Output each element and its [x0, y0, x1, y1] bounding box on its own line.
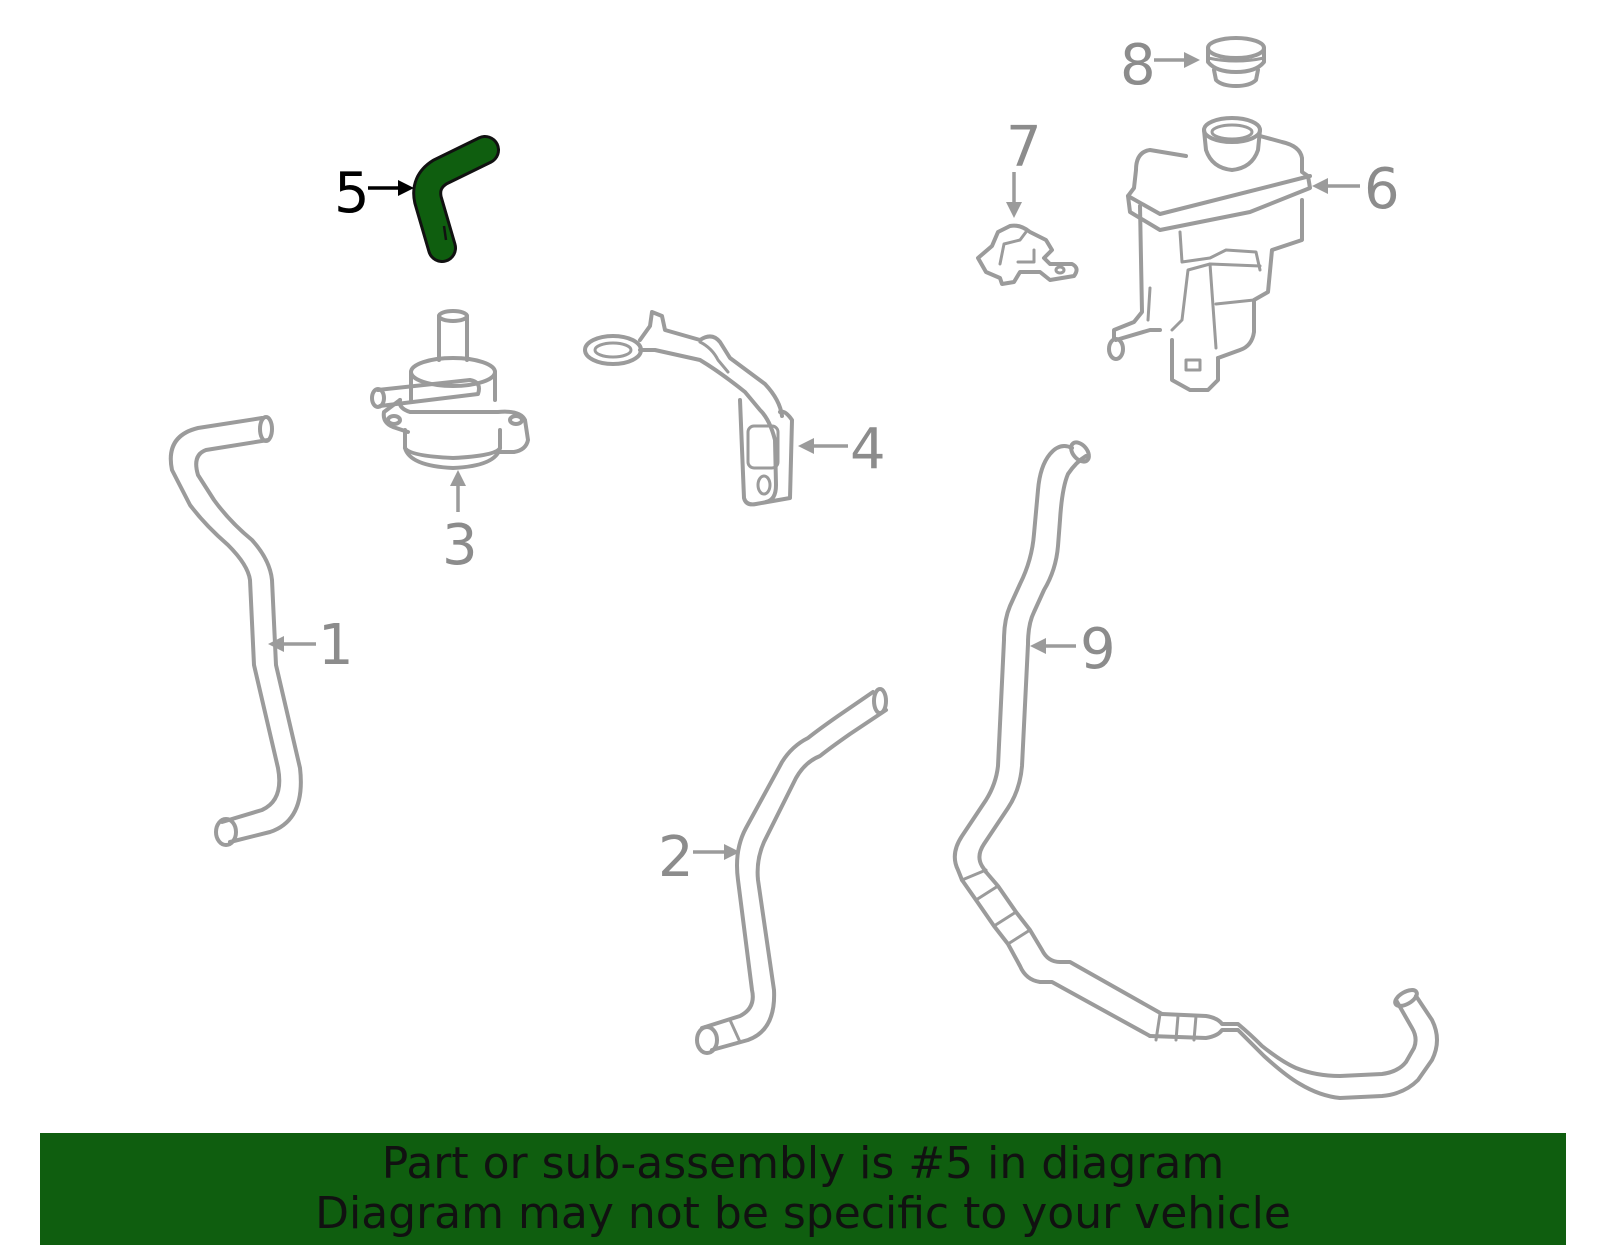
callout-7-label: 7 — [1006, 115, 1042, 180]
callout-4-label: 4 — [850, 417, 886, 482]
callout-5: 5 — [334, 161, 414, 226]
callout-4: 4 — [798, 417, 886, 482]
info-banner: Part or sub-assembly is #5 in diagram Di… — [40, 1133, 1566, 1245]
part-1-hose[interactable] — [168, 415, 303, 847]
banner-line-1: Part or sub-assembly is #5 in diagram — [381, 1138, 1225, 1189]
callout-7: 7 — [1006, 115, 1042, 218]
callout-2: 2 — [658, 825, 740, 890]
part-6-reservoir[interactable] — [1107, 116, 1312, 392]
callout-5-label: 5 — [334, 161, 370, 226]
part-9-hose[interactable] — [952, 439, 1439, 1100]
callout-9-label: 9 — [1080, 617, 1116, 682]
callout-6: 6 — [1312, 157, 1400, 222]
part-8-cap[interactable] — [1206, 36, 1266, 88]
callout-6-label: 6 — [1364, 157, 1400, 222]
callout-8: 8 — [1120, 33, 1200, 98]
callout-1: 1 — [268, 613, 354, 678]
callout-3: 3 — [442, 470, 478, 578]
part-3-water-pump[interactable] — [370, 309, 530, 470]
callout-1-label: 1 — [318, 613, 354, 678]
callout-9: 9 — [1030, 617, 1116, 682]
part-2-hose[interactable] — [695, 687, 888, 1055]
callout-2-label: 2 — [658, 825, 694, 890]
part-4-bracket[interactable] — [583, 310, 794, 507]
part-7-bracket[interactable] — [976, 223, 1079, 286]
callout-8-label: 8 — [1120, 33, 1156, 98]
part-5-hose[interactable] — [412, 135, 500, 263]
part-5-fill — [415, 138, 497, 260]
callout-3-label: 3 — [442, 513, 478, 578]
banner-line-2: Diagram may not be specific to your vehi… — [315, 1188, 1291, 1239]
